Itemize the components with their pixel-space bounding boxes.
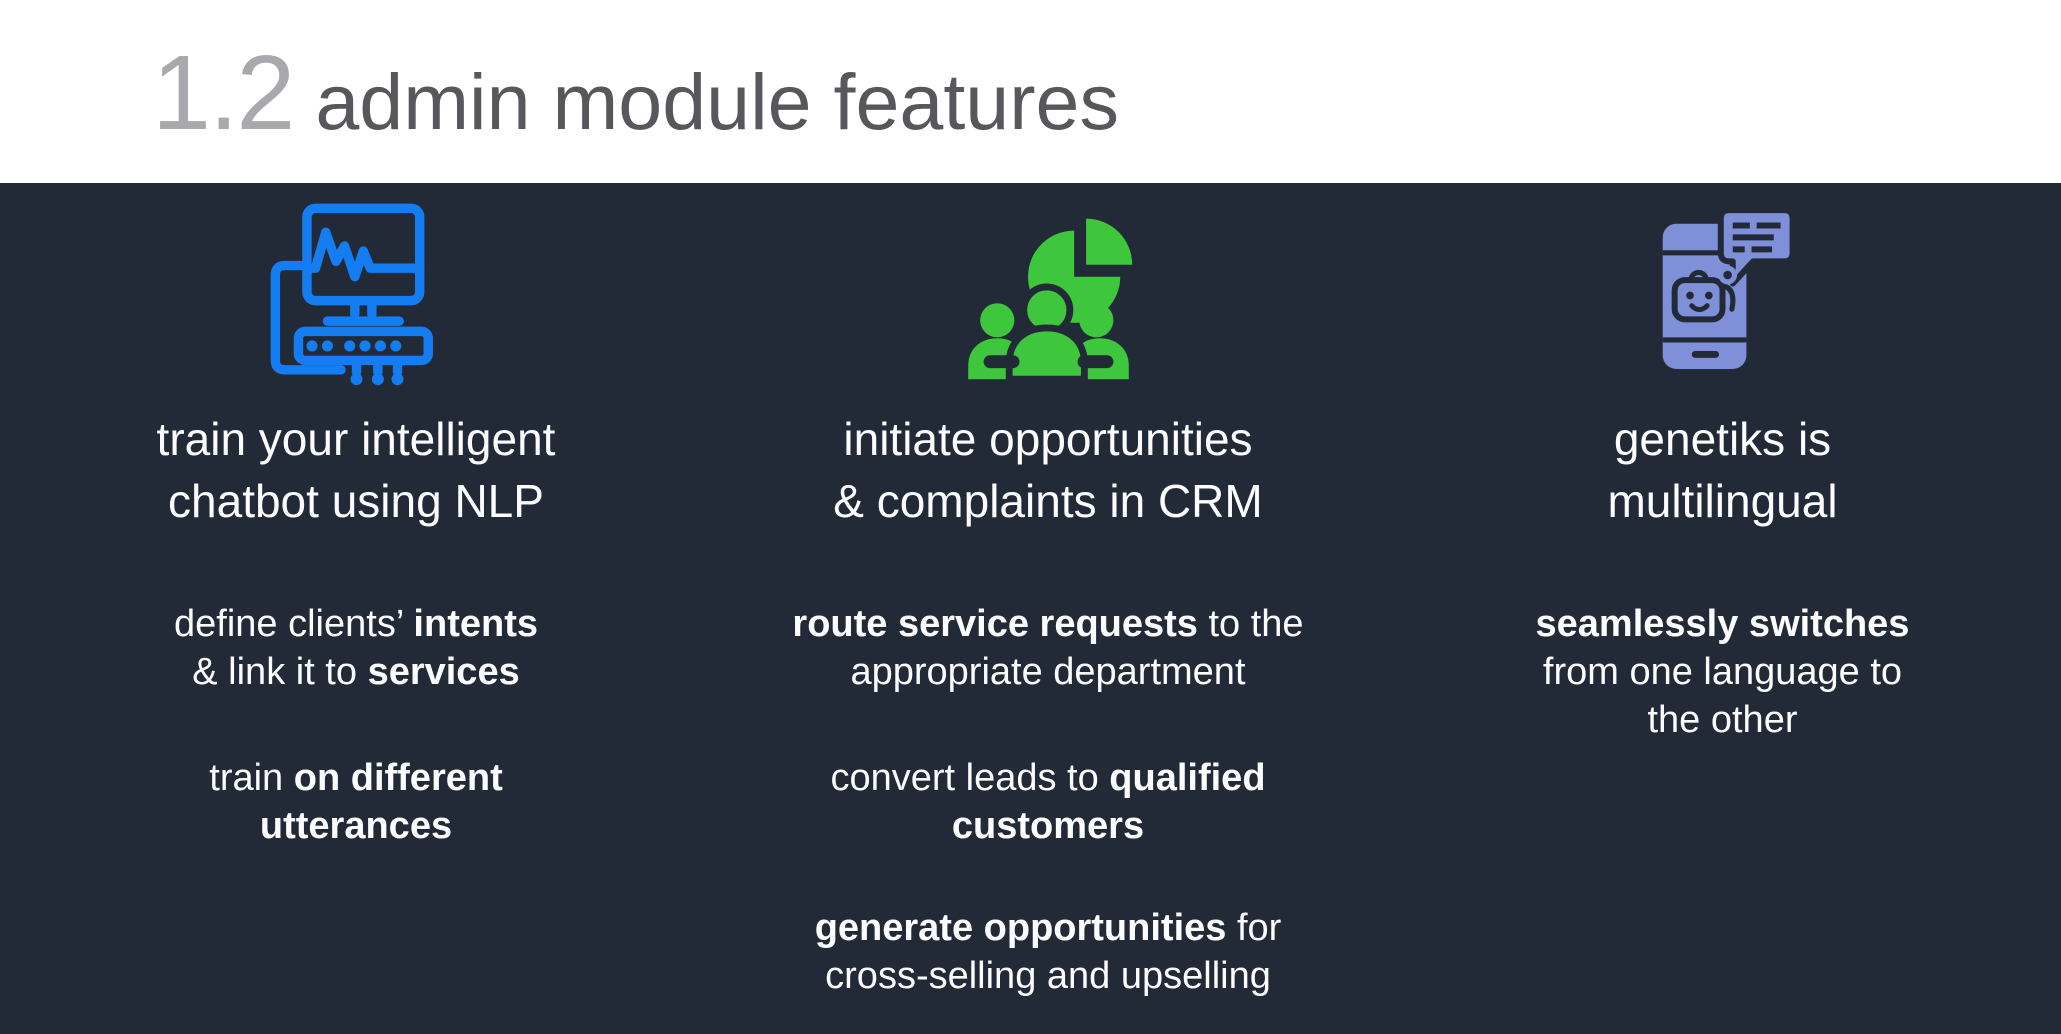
feature-paragraph: train on different utterances (209, 757, 503, 847)
features-section: train your intelligent chatbot using NLP… (0, 183, 2061, 1000)
feature-heading: train your intelligent chatbot using NLP (156, 413, 556, 527)
phone-chatbot-icon (1662, 207, 1796, 369)
nlp-training-machine-icon (254, 183, 459, 408)
feature-paragraph: define clients’ intents & link it to ser… (174, 603, 538, 693)
slide-number: 1.2 (152, 34, 295, 152)
people-pie-chart-icon (967, 218, 1132, 383)
feature-paragraph: generate opportunities for cross-selling… (814, 907, 1282, 997)
computer-waveform-icon (270, 203, 433, 386)
crm-people-pie-icon (946, 183, 1151, 408)
multilingual-chatbot-phone-icon (1620, 183, 1825, 408)
feature-column-nlp: train your intelligent chatbot using NLP… (0, 183, 712, 1000)
page-title: admin module features (315, 57, 1119, 146)
feature-paragraph: convert leads to qualified customers (830, 757, 1266, 847)
feature-heading: initiate opportunities & complaints in C… (833, 413, 1263, 527)
slide-header: 1.2 admin module features (0, 0, 2061, 183)
feature-column-crm: initiate opportunities & complaints in C… (712, 183, 1384, 1000)
feature-column-multilingual: genetiks is multilingual seamlessly swit… (1384, 183, 2061, 1000)
feature-paragraph: route service requests to the appropriat… (792, 603, 1304, 693)
feature-paragraph: seamlessly switches from one language to… (1535, 603, 1910, 741)
feature-heading: genetiks is multilingual (1607, 413, 1838, 527)
